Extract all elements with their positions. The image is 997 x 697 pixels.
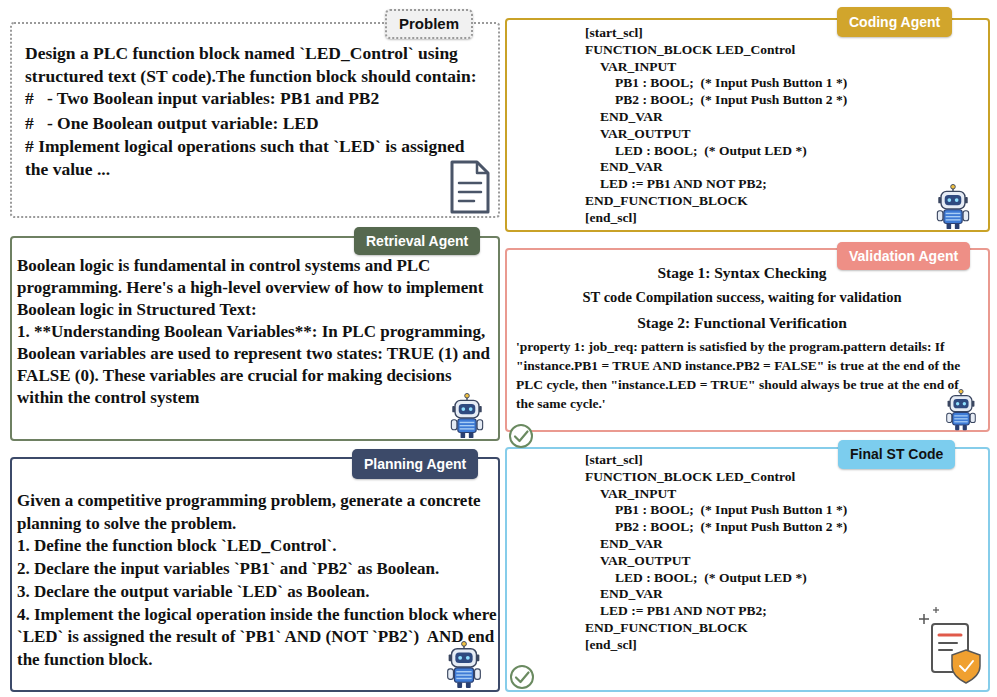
code-line: [end_scl] [585, 210, 965, 227]
check-icon [510, 425, 532, 447]
code-line: PB2 : BOOL; (* Input Push Button 2 *) [615, 519, 855, 536]
code-line: [start_scl] [585, 452, 965, 469]
code-line: LED : BOOL; (* Output LED *) [615, 143, 995, 160]
code-line: FUNCTION_BLOCK LED_Control [585, 42, 965, 59]
code-line: PB2 : BOOL; (* Input Push Button 2 *) [615, 92, 995, 109]
code-line: LED : BOOL; (* Output LED *) [615, 570, 995, 587]
body-text: 2. Declare the input variables `PB1` and… [17, 558, 499, 581]
panel-tab: Validation Agent [837, 242, 970, 270]
code-line: END_FUNCTION_BLOCK [585, 620, 965, 637]
body-text: Stage 2: Functional Verification [507, 313, 977, 333]
verified-document-icon [919, 607, 980, 683]
panel-tab: Planning Agent [352, 449, 478, 479]
panel-tab: Final ST Code [838, 440, 955, 469]
code-line: VAR_INPUT [600, 486, 980, 503]
agent-panel: ProblemDesign a PLC function block named… [10, 22, 500, 218]
code-line: [start_scl] [585, 25, 965, 42]
robot-icon [937, 184, 968, 229]
code-line: PB1 : BOOL; (* Input Push Button 1 *) [615, 75, 995, 92]
body-text: 'property 1: job_req: pattern is satisfi… [516, 337, 980, 413]
body-text: # - Two Boolean input variables: PB1 and… [25, 87, 489, 110]
code-line: VAR_OUTPUT [600, 126, 980, 143]
body-text: Design a PLC function block named `LED_C… [25, 42, 489, 87]
body-text: Boolean logic is fundamental in control … [17, 255, 499, 321]
panel-tab: Retrieval Agent [354, 227, 480, 255]
code-line: END_VAR [600, 159, 980, 176]
check-icon [511, 666, 533, 688]
code-line: VAR_OUTPUT [600, 553, 980, 570]
agent-panel: Validation AgentStage 1: Syntax Checking… [505, 248, 990, 432]
body-text: # - One Boolean output variable: LED [25, 112, 489, 135]
code-line: END_FUNCTION_BLOCK [585, 193, 965, 210]
panel-tab: Coding Agent [837, 7, 952, 37]
agent-panel: Planning AgentGiven a competitive progra… [10, 457, 500, 692]
agent-panel: Final ST Code[start_scl]FUNCTION_BLOCK L… [505, 447, 990, 692]
body-text: 1. Define the function block `LED_Contro… [17, 535, 499, 558]
body-text: # Implement logical operations such that… [25, 135, 489, 180]
code-line: END_VAR [600, 536, 980, 553]
agent-panel: Retrieval AgentBoolean logic is fundamen… [10, 236, 500, 441]
code-line: LED := PB1 AND NOT PB2; [600, 603, 980, 620]
robot-icon [947, 389, 976, 430]
code-line: [end_scl] [585, 637, 965, 654]
robot-icon [448, 641, 481, 688]
body-text: ST code Compilation success, waiting for… [507, 287, 977, 307]
robot-icon [451, 393, 482, 438]
panel-tab: Problem [385, 9, 473, 39]
document-icon [452, 162, 488, 212]
code-line: END_VAR [600, 586, 980, 603]
body-text: Stage 1: Syntax Checking [507, 263, 977, 283]
body-text: Given a competitive programming problem,… [17, 490, 499, 535]
code-line: PB1 : BOOL; (* Input Push Button 1 *) [615, 502, 855, 519]
body-text: 1. **Understanding Boolean Variables**: … [17, 321, 499, 409]
code-line: END_VAR [600, 109, 980, 126]
code-line: FUNCTION_BLOCK LED_Control [585, 469, 965, 486]
agent-panel: Coding Agent[start_scl]FUNCTION_BLOCK LE… [505, 18, 990, 232]
code-line: VAR_INPUT [600, 59, 980, 76]
body-text: 3. Declare the output variable `LED` as … [17, 581, 499, 604]
body-text: 4. Implement the logical operation insid… [17, 604, 499, 672]
code-line: LED := PB1 AND NOT PB2; [600, 176, 980, 193]
